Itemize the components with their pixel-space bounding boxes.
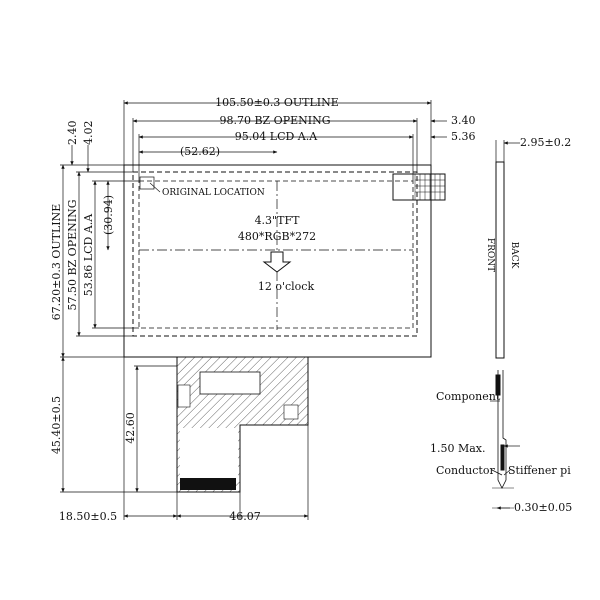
origin-marker (139, 176, 155, 190)
tft-size-label: 4.3"TFT (255, 214, 301, 227)
dim-5-36: 5.36 (451, 130, 476, 143)
dim-fpc-height: 42.60 (124, 412, 137, 444)
dim-3-40: 3.40 (451, 114, 476, 127)
dim-4-02: 4.02 (82, 121, 95, 146)
front-label: FRONT (485, 238, 495, 272)
dim-30-94: (30.94) (102, 195, 115, 235)
fpc-gold-fingers (180, 478, 236, 490)
dim-outline-width: 105.50±0.3 OUTLINE (215, 96, 339, 109)
tp-connector (392, 173, 446, 201)
dim-lcd-aa-width: 95.04 LCD A.A (235, 130, 318, 143)
active-area (138, 180, 414, 329)
dim-max-height: 1.50 Max. (430, 442, 486, 455)
dim-fpc-total-height: 45.40±0.5 (50, 396, 63, 454)
dim-fpc-offset: 18.50±0.5 (59, 510, 117, 523)
back-label: BACK (509, 242, 519, 269)
dim-fpc-thickness: 0.30±0.05 (514, 501, 572, 514)
fpc-tail (176, 356, 309, 493)
resolution-label: 480*RGB*272 (238, 230, 316, 243)
component-label: Component (436, 390, 501, 403)
side-view (490, 140, 520, 510)
tp-connector-grid (414, 174, 445, 200)
dim-bz-opening-width: 98.70 BZ OPENING (219, 114, 330, 127)
view-direction-arrow (262, 251, 292, 273)
conductor-label: Conductor (436, 464, 495, 477)
dim-2-40: 2.40 (66, 121, 79, 146)
dim-thickness: 2.95±0.2 (520, 136, 571, 149)
dim-bz-opening-height: 57.50 BZ OPENING (66, 199, 79, 310)
view-direction-label: 12 o'clock (258, 280, 315, 293)
stiffener-label: Stiffener pi (508, 464, 571, 477)
dim-lcd-aa-height: 53.86 LCD A.A (82, 213, 95, 296)
dim-outline-height: 67.20±0.3 OUTLINE (50, 204, 63, 321)
dim-52-62: (52.62) (180, 145, 220, 158)
dim-fpc-width: 46.07 (229, 510, 261, 523)
original-location-label: ORIGINAL LOCATION (162, 188, 265, 198)
